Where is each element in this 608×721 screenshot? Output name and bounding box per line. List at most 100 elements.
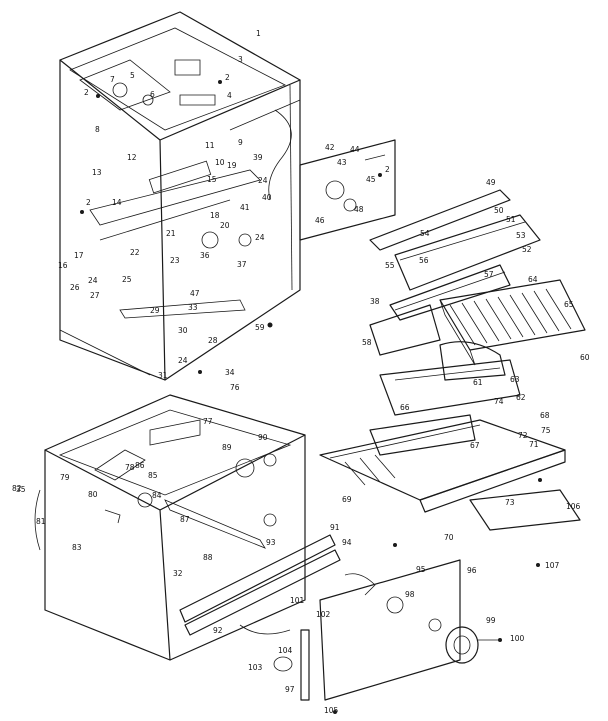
grill-rack (439, 279, 586, 366)
callout-label: 81 (36, 517, 46, 526)
callout-label: 61 (473, 378, 483, 387)
callout-label: 104 (278, 646, 293, 655)
callout-label: 37 (237, 260, 247, 269)
callout-label: 11 (205, 141, 215, 150)
callout-label: 62 (516, 393, 526, 402)
rear-panel-lower (319, 559, 461, 701)
callout-label: 74 (494, 397, 504, 406)
callout-label: 31 (158, 371, 168, 380)
callout-label: 18 (210, 211, 220, 220)
fastener-markers (80, 80, 542, 714)
rear-panel-upper (299, 139, 396, 241)
callout-label: 48 (354, 205, 364, 214)
lower-cabinet-frame (44, 394, 306, 661)
callout-label: 91 (330, 523, 340, 532)
callout-label: 73 (505, 498, 515, 507)
upper-cabinet-frame (59, 11, 301, 381)
callout-label: 82 (12, 484, 22, 493)
callout-label: 87 (180, 515, 190, 524)
upper-frame-internals (89, 59, 292, 319)
drawer-section (319, 341, 581, 531)
callout-label: 24 (178, 356, 188, 365)
callout-label: 53 (516, 231, 526, 240)
callout-label: 51 (506, 215, 516, 224)
callout-label: 25 (122, 275, 132, 284)
callout-label: 24 (255, 233, 265, 242)
callout-label: 28 (208, 336, 218, 345)
callout-label: 42 (325, 143, 335, 152)
callout-label: 105 (324, 706, 339, 715)
callout-label: 86 (135, 461, 145, 470)
callout-label: 6 (150, 90, 155, 99)
callout-label: 41 (240, 203, 250, 212)
callout-label: 57 (484, 270, 494, 279)
callout-label: 17 (74, 251, 84, 260)
callout-label: 30 (178, 326, 188, 335)
broiler-assembly (369, 189, 541, 356)
callout-label: 65 (564, 300, 574, 309)
callout-label: 101 (290, 596, 305, 605)
callout-label: 79 (60, 473, 70, 482)
callout-label: 94 (342, 538, 352, 547)
callout-label: 2 (84, 88, 89, 97)
callout-label: 96 (467, 566, 477, 575)
callout-label: 20 (220, 221, 230, 230)
callout-label: 26 (70, 283, 80, 292)
callout-label: 77 (203, 417, 213, 426)
callout-label: 39 (253, 153, 263, 162)
callout-label: 83 (72, 543, 82, 552)
callout-label: 4 (227, 91, 232, 100)
callout-label: 29 (150, 306, 160, 315)
callout-label: 19 (227, 161, 237, 170)
callout-label: 36 (200, 251, 210, 260)
callout-label: 14 (112, 198, 122, 207)
lower-door-rails (179, 534, 341, 636)
lower-cabinet-internals (34, 419, 277, 551)
callout-label: 8 (95, 125, 100, 134)
callout-label: 49 (486, 178, 496, 187)
callout-label: 44 (350, 145, 360, 154)
callout-label: 100 (510, 634, 525, 643)
callout-label: 50 (494, 206, 504, 215)
callout-label: 88 (203, 553, 213, 562)
callout-label: 21 (166, 229, 176, 238)
callout-label: 45 (366, 175, 376, 184)
callout-label: 72 (518, 431, 528, 440)
callout-label: 106 (566, 502, 581, 511)
callout-label: 78 (125, 463, 135, 472)
callout-label: 99 (486, 616, 496, 625)
callout-label: 56 (419, 256, 429, 265)
callout-label: 54 (420, 229, 430, 238)
callout-label: 43 (337, 158, 347, 167)
callout-label: 2 (86, 198, 91, 207)
callout-label: 92 (213, 626, 223, 635)
callout-label: 70 (444, 533, 454, 542)
callout-label: 27 (90, 291, 100, 300)
callout-label: 38 (370, 297, 380, 306)
callout-label: 59 (255, 323, 265, 332)
callout-label: 5 (130, 71, 135, 80)
callout-label: 33 (188, 303, 198, 312)
callout-label: 3 (238, 55, 243, 64)
callout-label: 75 (541, 426, 551, 435)
callout-label: 60 (580, 353, 590, 362)
callout-label: 63 (510, 375, 520, 384)
callout-label: 24 (258, 176, 268, 185)
callout-label: 24 (88, 276, 98, 285)
callout-labels: 1 2 2 2 2 3 4 5 6 7 8 9 10 11 12 13 14 1… (12, 29, 590, 715)
callout-label: 46 (315, 216, 325, 225)
callout-label: 2 (225, 73, 230, 82)
callout-label: 22 (130, 248, 140, 257)
callout-label: 9 (238, 138, 243, 147)
callout-label: 1 (256, 29, 261, 38)
callout-label: 103 (248, 663, 263, 672)
callout-label: 15 (207, 175, 217, 184)
callout-label: 7 (110, 75, 115, 84)
callout-label: 12 (127, 153, 137, 162)
callout-label: 16 (58, 261, 68, 270)
vertical-post (273, 629, 310, 701)
callout-label: 97 (285, 685, 295, 694)
callout-label: 89 (222, 443, 232, 452)
callout-label: 34 (225, 368, 235, 377)
